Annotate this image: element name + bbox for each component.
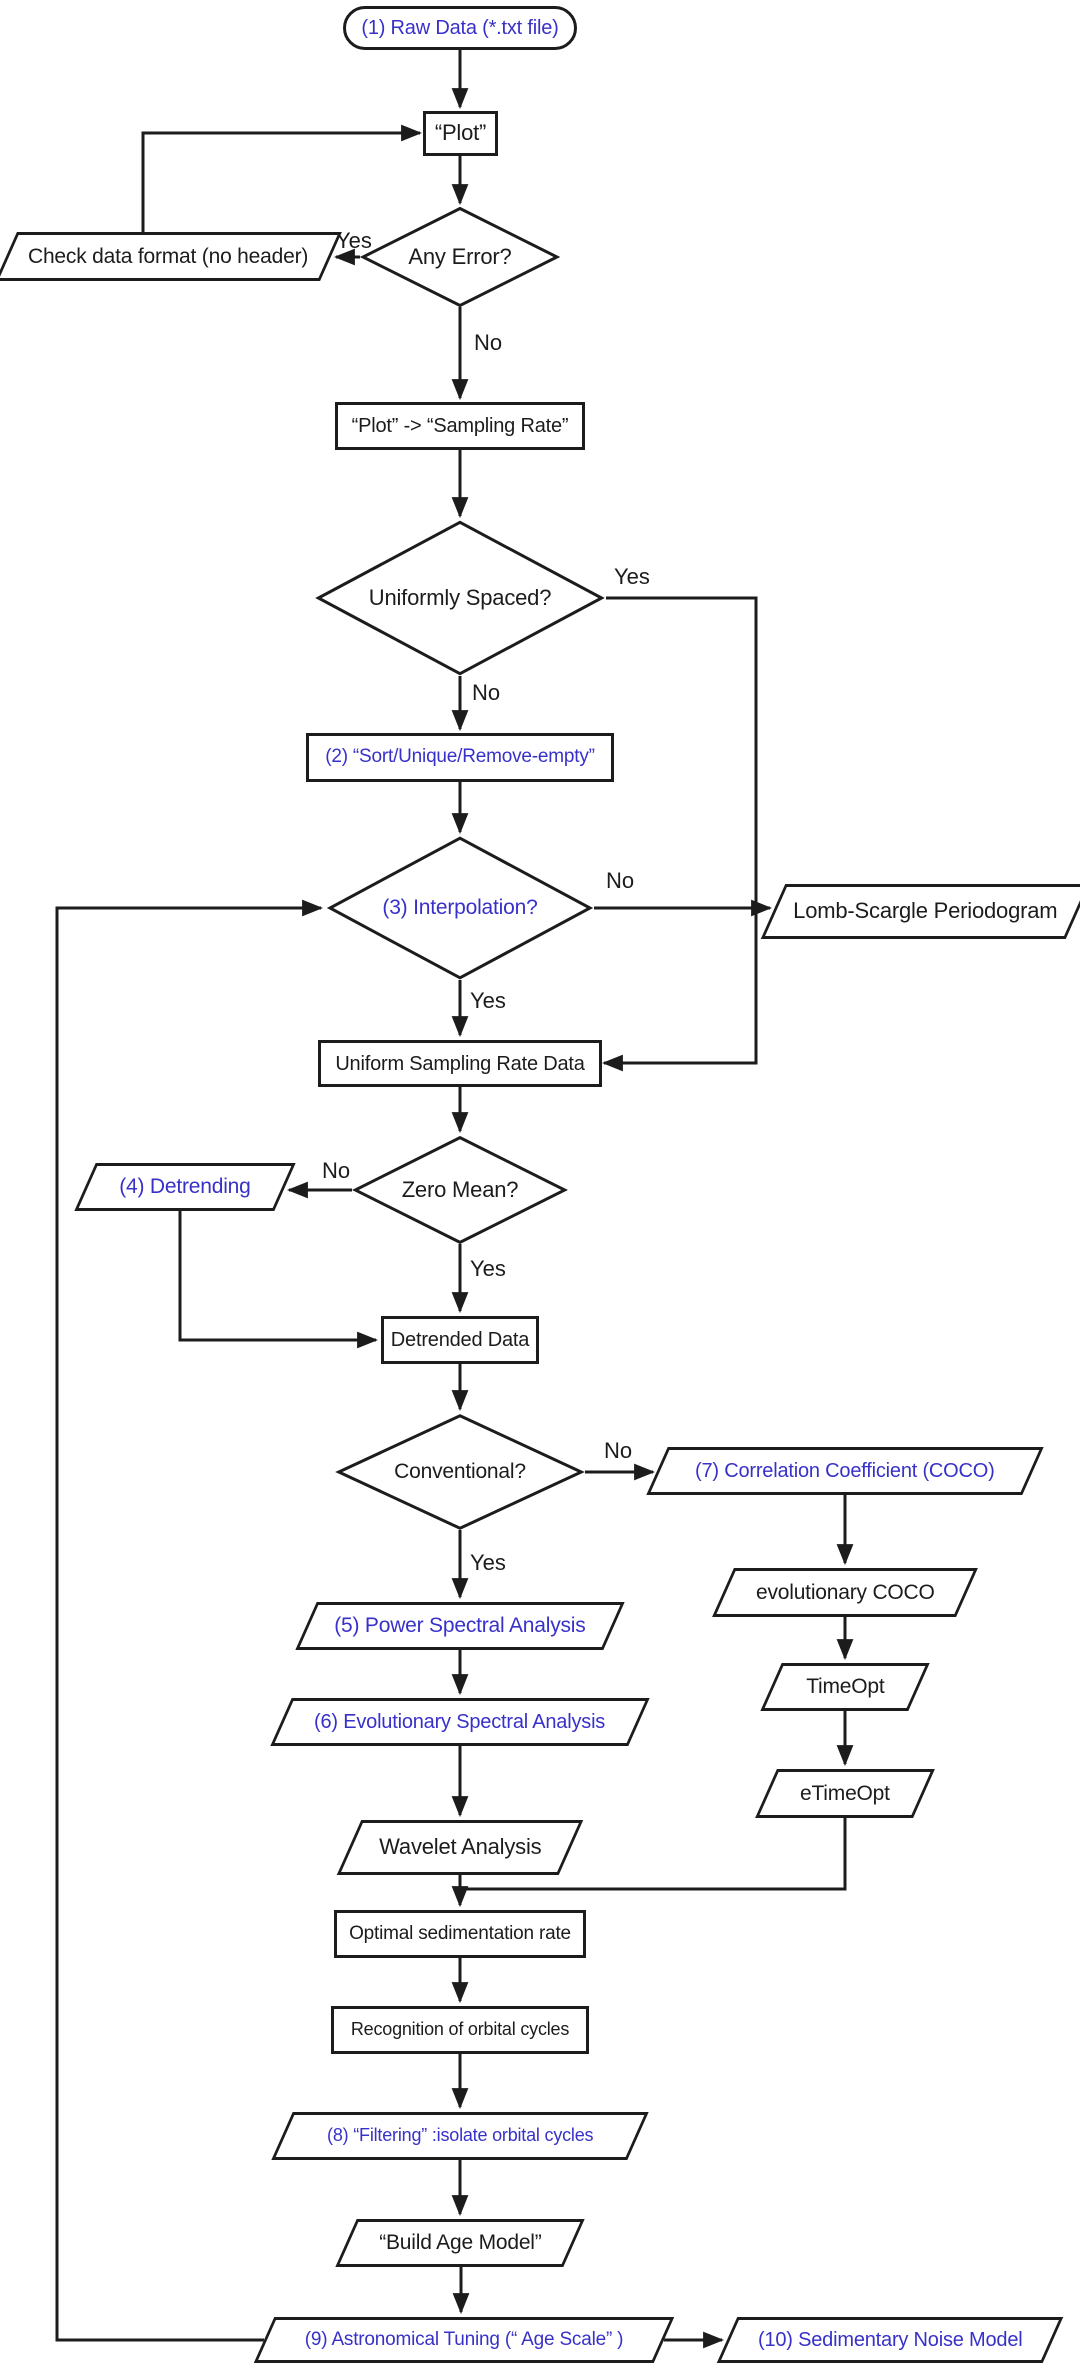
node-sort-unique-remove-empty: (2) “Sort/Unique/Remove-empty” — [306, 733, 614, 782]
node-check-data-format-label: Check data format (no header) — [28, 244, 309, 268]
node-plot: “Plot” — [423, 111, 498, 156]
node-build-age-model: “Build Age Model” — [335, 2219, 585, 2267]
edge-label-interpolation-yes: Yes — [470, 988, 506, 1013]
decision-interpolation-label: (3) Interpolation? — [382, 896, 538, 920]
node-evolutionary-spectral: (6) Evolutionary Spectral Analysis — [270, 1698, 650, 1746]
node-wavelet-analysis: Wavelet Analysis — [336, 1820, 584, 1875]
node-plot-sampling-rate: “Plot” -> “Sampling Rate” — [335, 402, 585, 450]
diamond-shape — [352, 1136, 568, 1244]
node-recognition-orbital-cycles-label: Recognition of orbital cycles — [350, 2019, 570, 2040]
decision-uniformly-spaced: Uniformly Spaced? — [314, 520, 606, 676]
node-filtering-label: (8) “Filtering” :isolate orbital cycles — [326, 2125, 594, 2146]
node-optimal-sedimentation-rate-label: Optimal sedimentation rate — [349, 1922, 571, 1944]
decision-any-error-label: Any Error? — [408, 243, 512, 269]
edge-label-uniformly-yes: Yes — [614, 564, 650, 589]
node-filtering: (8) “Filtering” :isolate orbital cycles — [271, 2112, 649, 2160]
edge-etimeopt-merge — [460, 1818, 847, 1891]
node-astronomical-tuning: (9) Astronomical Tuning (“ Age Scale” ) — [253, 2317, 675, 2363]
node-power-spectral: (5) Power Spectral Analysis — [295, 1602, 625, 1650]
node-uniform-sampling-rate-data-label: Uniform Sampling Rate Data — [335, 1052, 585, 1075]
diamond-shape — [335, 1414, 585, 1530]
node-lomb-scargle-label: Lomb-Scargle Periodogram — [793, 898, 1058, 924]
node-optimal-sedimentation-rate: Optimal sedimentation rate — [334, 1910, 586, 1958]
edge-label-conventional-yes: Yes — [470, 1550, 506, 1575]
edge-label-zero-mean-no: No — [322, 1158, 351, 1183]
node-power-spectral-label: (5) Power Spectral Analysis — [334, 1614, 586, 1638]
diamond-shape — [314, 520, 606, 676]
edge-uniformly-uniformdata-yes — [601, 596, 758, 1072]
node-astronomical-tuning-label: (9) Astronomical Tuning (“ Age Scale” ) — [304, 2328, 624, 2350]
edge-label-conventional-no: No — [604, 1438, 633, 1463]
node-sedimentary-noise-model-label: (10) Sedimentary Noise Model — [757, 2329, 1023, 2351]
decision-conventional-label: Conventional? — [394, 1460, 526, 1484]
edge-label-any-error-no: No — [474, 330, 503, 355]
node-detrending: (4) Detrending — [74, 1163, 296, 1211]
node-wavelet-analysis-label: Wavelet Analysis — [378, 1834, 542, 1860]
node-uniform-sampling-rate-data: Uniform Sampling Rate Data — [318, 1040, 602, 1087]
diamond-shape — [360, 207, 560, 307]
node-timeopt: TimeOpt — [760, 1663, 930, 1711]
decision-zero-mean: Zero Mean? — [352, 1136, 568, 1244]
edge-tuning-interpolation-feedback — [55, 899, 324, 2342]
node-detrended-data-label: Detrended Data — [390, 1329, 530, 1351]
node-etimeopt: eTimeOpt — [755, 1769, 935, 1818]
node-recognition-orbital-cycles: Recognition of orbital cycles — [331, 2006, 589, 2054]
node-etimeopt-label: eTimeOpt — [800, 1781, 890, 1805]
edge-label-any-error-yes: Yes — [336, 228, 372, 253]
node-correlation-coefficient-label: (7) Correlation Coefficient (COCO) — [695, 1460, 995, 1482]
decision-conventional: Conventional? — [335, 1414, 585, 1530]
node-evolutionary-coco-label: evolutionary COCO — [755, 1580, 935, 1604]
edge-checkformat-plot-loop — [141, 124, 423, 233]
edge-label-interpolation-no: No — [606, 868, 635, 893]
decision-uniformly-spaced-label: Uniformly Spaced? — [368, 584, 552, 610]
edge-label-uniformly-no: No — [472, 680, 501, 705]
node-detrending-label: (4) Detrending — [119, 1175, 251, 1199]
diamond-shape — [326, 836, 594, 980]
node-evolutionary-spectral-label: (6) Evolutionary Spectral Analysis — [314, 1711, 606, 1733]
node-evolutionary-coco: evolutionary COCO — [712, 1568, 978, 1617]
decision-interpolation: (3) Interpolation? — [326, 836, 594, 980]
edge-label-zero-mean-yes: Yes — [470, 1256, 506, 1281]
node-correlation-coefficient: (7) Correlation Coefficient (COCO) — [646, 1447, 1044, 1495]
node-sort-unique-remove-empty-label: (2) “Sort/Unique/Remove-empty” — [325, 746, 595, 768]
edge-detrending-detrended — [178, 1211, 379, 1349]
decision-any-error: Any Error? — [360, 207, 560, 307]
node-check-data-format: Check data format (no header) — [0, 232, 342, 281]
node-timeopt-label: TimeOpt — [805, 1675, 885, 1699]
node-plot-sampling-rate-label: “Plot” -> “Sampling Rate” — [351, 415, 569, 437]
node-sedimentary-noise-model: (10) Sedimentary Noise Model — [716, 2317, 1064, 2363]
node-raw-data-label: (1) Raw Data (*.txt file) — [361, 17, 559, 39]
node-detrended-data: Detrended Data — [381, 1316, 539, 1364]
node-plot-label: “Plot” — [434, 120, 487, 146]
decision-zero-mean-label: Zero Mean? — [401, 1176, 519, 1202]
node-build-age-model-label: “Build Age Model” — [378, 2231, 542, 2255]
node-raw-data: (1) Raw Data (*.txt file) — [343, 6, 577, 50]
node-lomb-scargle: Lomb-Scargle Periodogram — [760, 884, 1080, 939]
